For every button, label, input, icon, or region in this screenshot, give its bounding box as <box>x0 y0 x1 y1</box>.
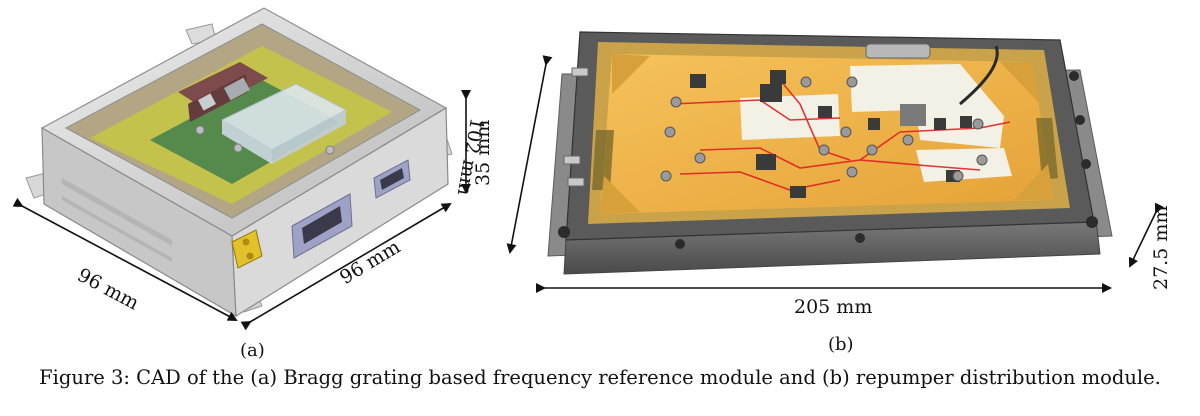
panel-a-label: (a) <box>240 340 265 361</box>
module-b-dimension-arrows <box>506 55 1164 293</box>
module-a-dimension-arrows <box>12 90 471 331</box>
module-b-rendering <box>547 31 1113 275</box>
module-b-width-label: 205 mm <box>794 296 873 318</box>
panel-b-label: (b) <box>828 334 854 355</box>
figure-caption: Figure 3: CAD of the (a) Bragg grating b… <box>39 366 1161 389</box>
module-b-height-label: 27.5 mm <box>1150 205 1172 290</box>
